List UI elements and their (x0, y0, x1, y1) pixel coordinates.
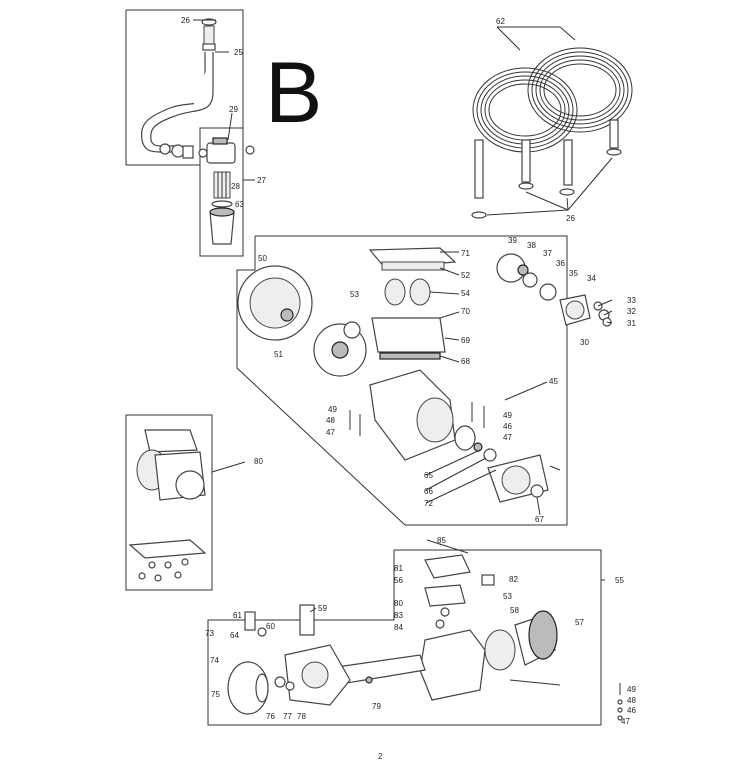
callout-29: 29 (229, 105, 238, 114)
callout-70: 70 (461, 307, 470, 316)
callout-36: 36 (556, 259, 565, 268)
callout-46-group: 46 (627, 706, 636, 715)
callout-56: 56 (394, 576, 403, 585)
callout-58: 58 (510, 606, 519, 615)
callout-78: 78 (297, 712, 306, 721)
callout-74: 74 (210, 656, 219, 665)
callout-45: 45 (549, 377, 558, 386)
callout-63: 63 (235, 200, 244, 209)
callout-33: 33 (627, 296, 636, 305)
callout-53: 53 (350, 290, 359, 299)
callout-59: 59 (318, 604, 327, 613)
callout-61: 61 (233, 611, 242, 620)
frame-pump-complete (125, 414, 213, 591)
callout-49-right: 49 (503, 411, 512, 420)
callout-32: 32 (627, 307, 636, 316)
callout-60: 60 (266, 622, 275, 631)
callout-48-group: 48 (627, 696, 636, 705)
callout-57: 57 (575, 618, 584, 627)
callout-47-group: 47 (621, 717, 630, 726)
callout-37: 37 (543, 249, 552, 258)
callout-82: 82 (509, 575, 518, 584)
callout-76: 76 (266, 712, 275, 721)
callout-52: 52 (461, 271, 470, 280)
callout-81: 81 (394, 564, 403, 573)
frame-pump-group (207, 549, 602, 726)
callout-80-group: 80 (394, 599, 403, 608)
callout-28: 28 (231, 182, 240, 191)
coil-drawing (471, 26, 633, 219)
callout-77: 77 (283, 712, 292, 721)
callout-55: 55 (615, 576, 624, 585)
callout-75: 75 (211, 690, 220, 699)
callout-48: 48 (326, 416, 335, 425)
callout-68: 68 (461, 357, 470, 366)
callout-72: 72 (424, 499, 433, 508)
callout-64: 64 (230, 631, 239, 640)
callout-73: 73 (205, 629, 214, 638)
pump-complete-drawing (128, 429, 246, 582)
leader-lines (193, 19, 613, 613)
callout-62: 62 (496, 17, 505, 26)
callout-34: 34 (587, 274, 596, 283)
callout-39: 39 (508, 236, 517, 245)
callout-47: 47 (326, 428, 335, 437)
section-letter: B (265, 45, 322, 141)
callout-labels: 25 26 27 28 29 63 62 26 71 52 54 70 69 6… (181, 16, 636, 761)
callout-35: 35 (569, 269, 578, 278)
frame-filter (199, 127, 244, 257)
motor-drawing (237, 247, 561, 503)
callout-65: 65 (424, 471, 433, 480)
callout-26: 26 (181, 16, 190, 25)
callout-46: 46 (503, 422, 512, 431)
callout-80: 80 (254, 457, 263, 466)
callout-51: 51 (274, 350, 283, 359)
frame-motor (236, 235, 568, 526)
callout-79: 79 (372, 702, 381, 711)
callout-25: 25 (234, 48, 243, 57)
callout-49-group: 49 (627, 685, 636, 694)
suction-hose-drawing (141, 18, 217, 159)
callout-26-coil: 26 (566, 214, 575, 223)
callout-83: 83 (394, 611, 403, 620)
callout-38: 38 (527, 241, 536, 250)
callout-50: 50 (258, 254, 267, 263)
callout-49: 49 (328, 405, 337, 414)
callout-85: 85 (437, 536, 446, 545)
filter-drawing (198, 137, 255, 245)
seal-drawing (496, 253, 612, 327)
pump-group-drawing (227, 554, 623, 721)
callout-69: 69 (461, 336, 470, 345)
callout-54: 54 (461, 289, 470, 298)
callout-27: 27 (257, 176, 266, 185)
callout-84: 84 (394, 623, 403, 632)
callout-66: 66 (424, 487, 433, 496)
callout-71: 71 (461, 249, 470, 258)
page-number: 2 (378, 752, 383, 759)
callout-67: 67 (535, 515, 544, 524)
callout-30: 30 (580, 338, 589, 347)
callout-31: 31 (627, 319, 636, 328)
callout-53-group: 53 (503, 592, 512, 601)
callout-47-right: 47 (503, 433, 512, 442)
